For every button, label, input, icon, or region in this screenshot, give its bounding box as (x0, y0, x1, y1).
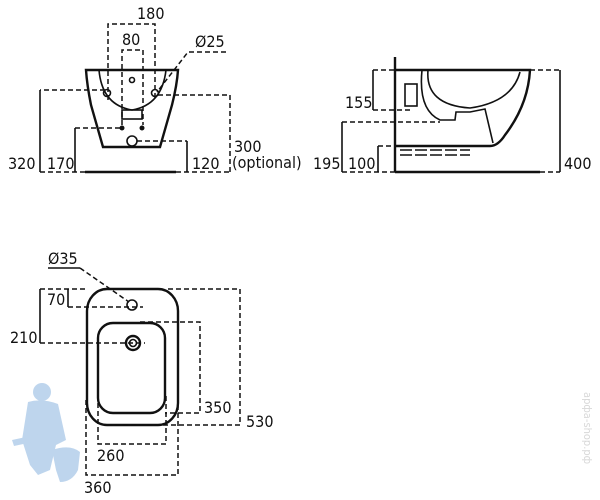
dim-530-line (110, 288, 241, 426)
dim-210-label: 210 (10, 328, 37, 347)
dim-400-label: 400 (564, 154, 591, 173)
dim-d35-leader (79, 267, 130, 303)
floor-blocks (400, 149, 470, 156)
dim-180-line (107, 23, 156, 100)
dim-260-line (97, 395, 167, 445)
dim-155-label: 155 (345, 93, 372, 112)
supply-point-right (139, 125, 145, 131)
bidet-plan-bowl (96, 321, 167, 415)
fixing-hole-left (102, 88, 112, 98)
waste-outlet (126, 135, 138, 147)
dim-300-label: 300 (234, 137, 261, 156)
bidet-front-outline (84, 68, 180, 149)
dim-d25-label: Ø25 (195, 32, 225, 51)
dim-350-label: 350 (204, 398, 231, 417)
fixing-bracket (404, 83, 418, 107)
dim-170-label: 170 (47, 154, 74, 173)
bidet-side-neck (420, 69, 494, 144)
supply-point-left (119, 125, 125, 131)
dim-195-label: 195 (313, 154, 340, 173)
dim-260-label: 260 (97, 446, 124, 465)
dim-350-line (140, 321, 201, 414)
dim-530-label: 530 (246, 412, 273, 431)
plumber-mascot-watermark (12, 383, 80, 482)
dim-d25-leader (156, 51, 226, 93)
side-view: 400 155 195 100 (313, 57, 591, 174)
dim-80-line (121, 49, 144, 125)
bidet-side-outline (395, 68, 532, 148)
dim-80-label: 80 (122, 30, 140, 49)
dim-d35-label: Ø35 (48, 249, 78, 268)
dim-100-label: 100 (348, 154, 375, 173)
dim-360-label: 360 (84, 478, 111, 497)
dim-300-line (158, 94, 231, 172)
dim-optional-label: (optional) (232, 153, 302, 172)
dim-320-label: 320 (8, 154, 35, 173)
bidet-side-bowl (427, 69, 521, 109)
watermark-text: арфа-shop.рф (581, 392, 594, 464)
tap-hole-plan (126, 299, 138, 311)
dim-120-label: 120 (192, 154, 219, 173)
plan-view: Ø35 70 210 350 530 260 360 (10, 249, 273, 497)
bidet-front-drain (121, 109, 143, 120)
dim-180-label: 180 (137, 4, 164, 23)
dim-70-label: 70 (47, 290, 65, 309)
dim-360-line (85, 400, 179, 476)
tap-hole (128, 76, 136, 84)
front-view: 180 80 Ø25 320 170 120 300 (optional) (8, 4, 302, 174)
